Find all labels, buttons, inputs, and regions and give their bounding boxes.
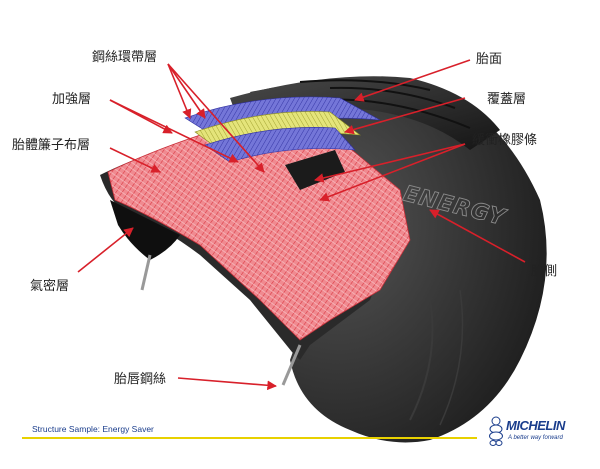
arrow-bead-wire <box>177 377 277 391</box>
brand-name: MICHELIN <box>506 418 565 433</box>
arrow-carcass <box>109 147 161 173</box>
bead-wire-right <box>281 344 302 386</box>
bead-wire-left <box>140 254 152 291</box>
bibendum-icon <box>489 416 503 446</box>
arrow-buffer-2 <box>319 143 466 202</box>
label-cap-ply: 覆蓋層 <box>487 92 527 107</box>
arrow-cap-ply <box>344 97 466 135</box>
arrow-inner-liner <box>77 227 134 273</box>
arrow-steel-belt-1 <box>167 63 192 119</box>
callout-arrows <box>77 59 526 391</box>
arrow-steel-belt-3 <box>167 63 265 173</box>
label-sidewall: 胎側 <box>531 264 558 279</box>
arrow-sidewall <box>429 209 526 263</box>
label-tread: 胎面 <box>476 52 503 67</box>
tread-surface <box>230 76 500 150</box>
label-inner-liner: 氣密層 <box>30 279 70 294</box>
buffer-strip-shape <box>285 150 345 190</box>
footer-rule <box>22 437 477 439</box>
footer-caption: Structure Sample: Energy Saver <box>32 424 154 434</box>
michelin-logo: MICHELIN A better way forward <box>488 412 588 452</box>
arrow-steel-belt-2 <box>167 63 206 119</box>
steel-belt-blue-shape <box>204 127 356 163</box>
label-carcass: 胎體簾子布層 <box>12 138 91 153</box>
label-buffer: 緩衝橡膠條 <box>472 133 538 148</box>
brand-tagline: A better way forward <box>508 435 563 441</box>
label-bead-wire: 胎唇鋼絲 <box>114 372 167 387</box>
label-reinforce: 加強層 <box>52 92 92 107</box>
label-steel-belt: 鋼絲環帶層 <box>92 50 158 65</box>
arrow-reinforce-2 <box>109 99 239 163</box>
tire-inner-hollow <box>110 200 180 260</box>
arrow-buffer <box>314 143 466 183</box>
arrow-tread <box>354 59 471 102</box>
